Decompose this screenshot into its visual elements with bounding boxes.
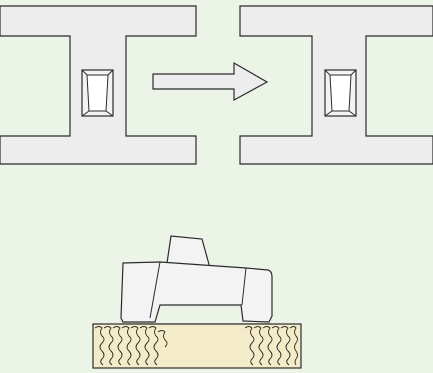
profile-inner-left: [149, 261, 161, 319]
fiber-texture-right: [244, 326, 298, 366]
transition-arrow: [152, 61, 269, 102]
fiber-texture-left: [94, 326, 168, 366]
profile-view: [92, 235, 302, 369]
before-panel: [0, 5, 197, 165]
profile-body: [120, 261, 273, 323]
insert-block-right: [324, 69, 357, 117]
insulation-block: [92, 323, 302, 369]
after-panel: [239, 5, 433, 165]
profile-inner-right: [241, 267, 247, 306]
insert-block-left: [81, 69, 114, 117]
